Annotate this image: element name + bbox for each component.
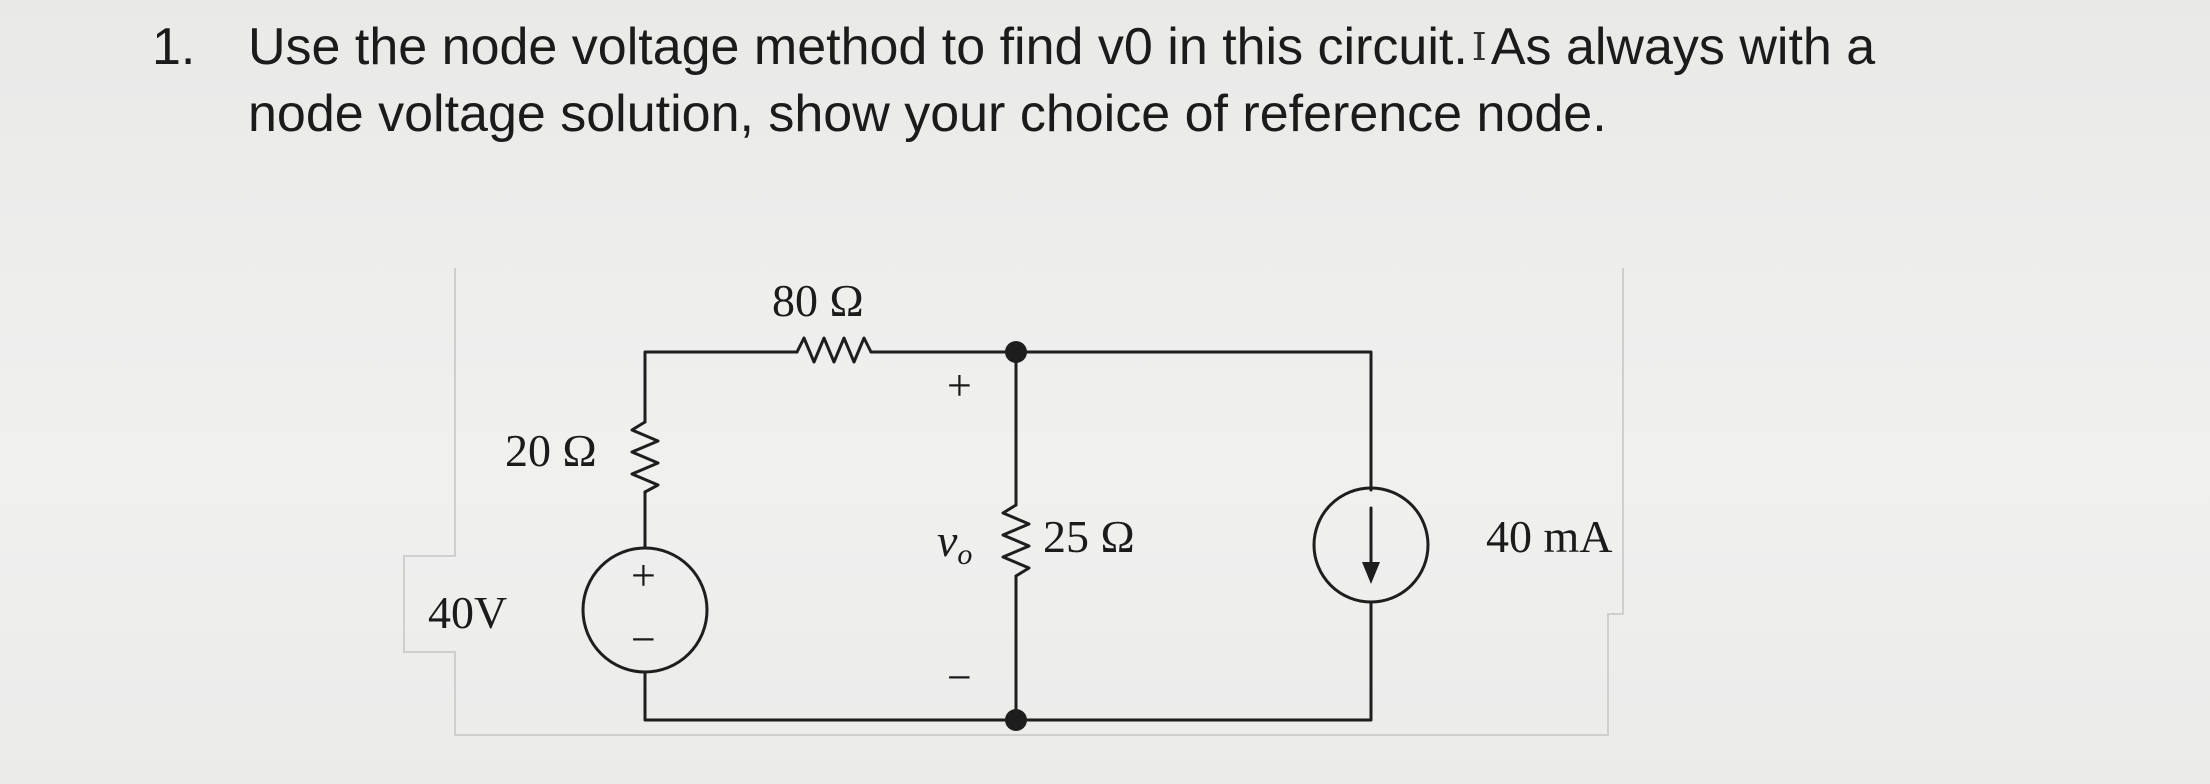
question-line-2: node voltage solution, show your choice … [248,85,1607,143]
question-line-1: Use the node voltage method to find v0 i… [248,14,1875,81]
label-vo: vo [937,514,972,572]
vo-plus-sign: + [947,361,972,410]
vo-minus-sign: − [947,653,972,702]
label-20-ohm: 20 Ω [505,425,597,476]
question-line-1-start: Use the node voltage method to find v0 i… [248,18,1468,76]
label-25-ohm: 25 Ω [1043,511,1135,562]
source-minus-sign: − [631,615,656,664]
figure-frame [403,268,1624,736]
vo-subscript: o [957,538,973,571]
source-plus-sign: + [631,551,656,600]
node-bottom-reference [1005,709,1027,731]
wire-top [869,350,1373,492]
resistor-20-ohm [630,420,660,494]
question-line-1-end: As always with a [1490,18,1876,76]
node-top [1005,341,1027,363]
resistor-80-ohm [795,336,873,364]
current-arrow-icon [1362,562,1380,584]
resistor-25-ohm [1001,503,1031,578]
label-80-ohm: 80 Ω [772,275,864,326]
vo-symbol: v [937,515,958,566]
wire-left-lower [643,602,1373,722]
current-source-40ma [1312,486,1430,604]
label-40-ma: 40 mA [1486,511,1613,562]
label-40v: 40V [428,587,508,638]
question-number: 1. [152,18,196,76]
text-cursor-icon: I [1471,25,1487,69]
wire-left-upper [643,350,799,424]
